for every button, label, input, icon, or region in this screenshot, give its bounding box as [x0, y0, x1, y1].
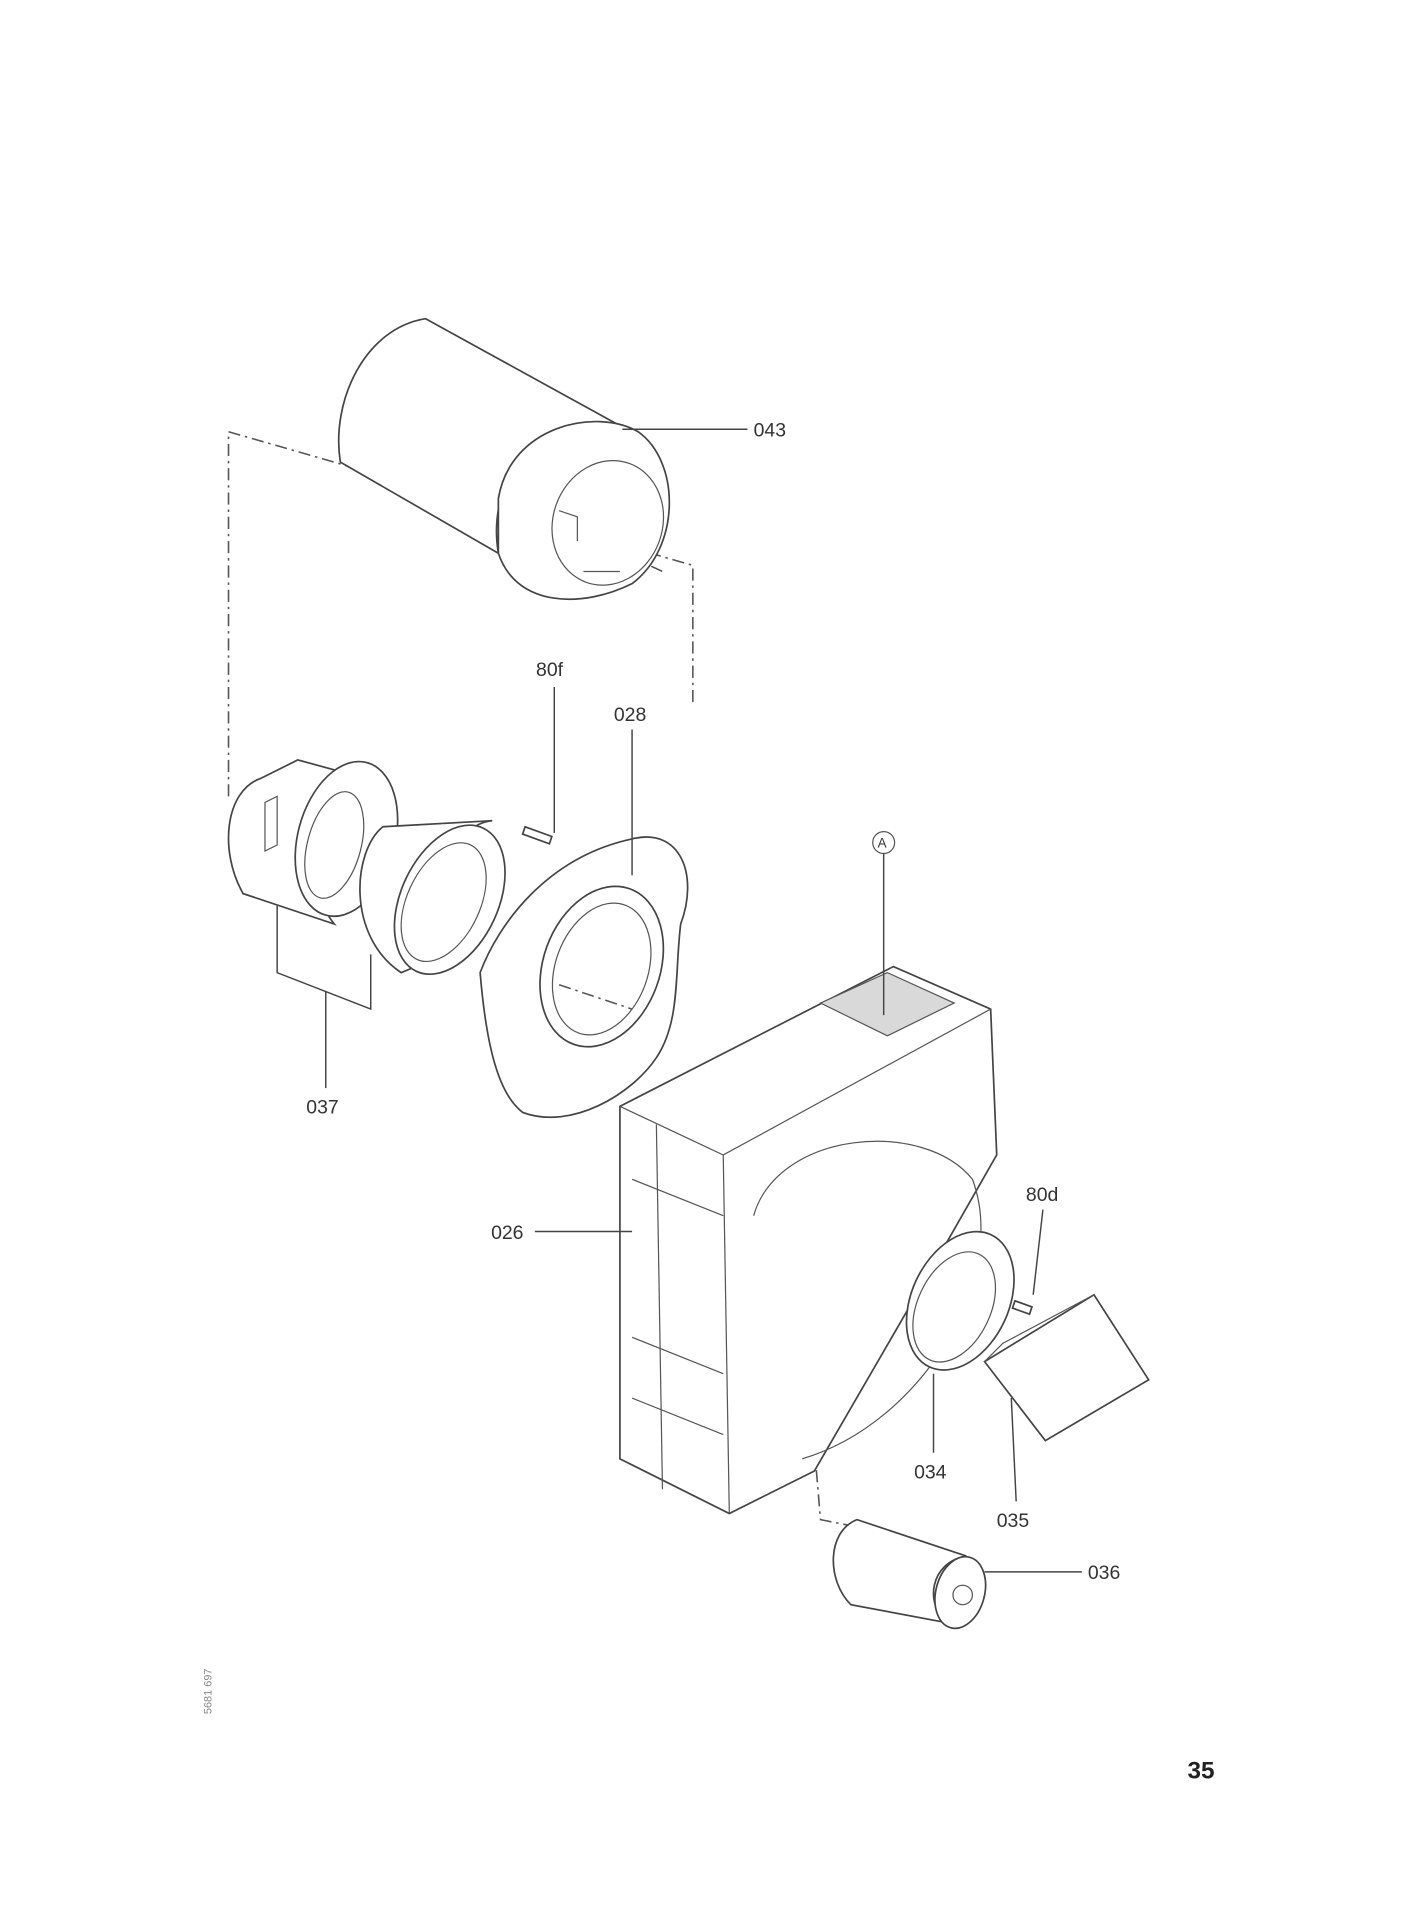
- callout-026: 026: [491, 1222, 523, 1244]
- callout-035: 035: [997, 1510, 1029, 1532]
- part-035-cover: [983, 1293, 1150, 1502]
- callout-043: 043: [754, 420, 786, 442]
- callout-A: A: [878, 835, 887, 850]
- part-028-flange: [479, 729, 689, 1118]
- page-number: 35: [1188, 1758, 1215, 1785]
- callout-037: 037: [306, 1097, 338, 1119]
- callout-036: 036: [1088, 1562, 1120, 1584]
- callout-80f: 80f: [536, 659, 564, 681]
- label-area-A: [819, 971, 956, 1037]
- callout-028: 028: [614, 704, 646, 726]
- part-036-motor: [832, 1518, 1082, 1630]
- callout-80d: 80d: [1026, 1184, 1058, 1206]
- part-80d-screw: [1011, 1209, 1044, 1316]
- part-037-rings: [227, 759, 506, 1089]
- part-026-housing: [534, 831, 998, 1515]
- drawing-code: 5681 697: [203, 1669, 215, 1715]
- callout-034: 034: [914, 1461, 947, 1483]
- part-043-cylinder: [337, 317, 671, 600]
- part-80f-screw: [521, 686, 556, 845]
- part-034-dial: [905, 1230, 1015, 1453]
